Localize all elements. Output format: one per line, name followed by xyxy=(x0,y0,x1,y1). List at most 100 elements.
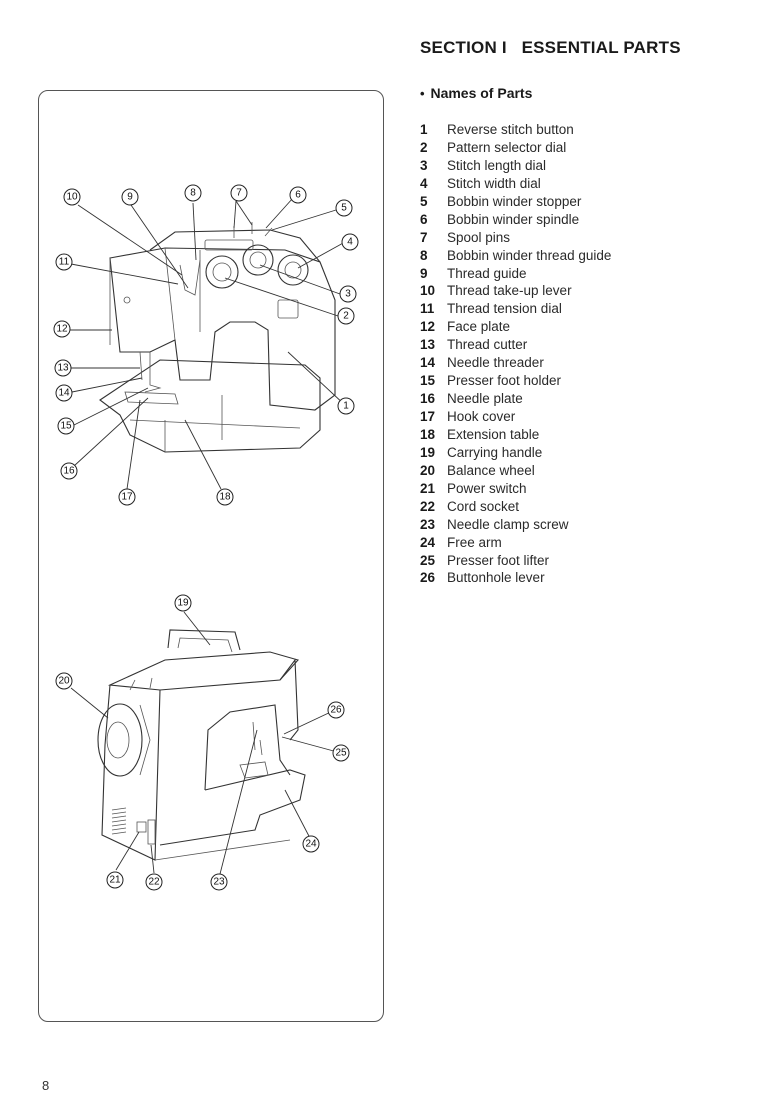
part-number: 16 xyxy=(420,391,436,407)
callout-23: 23 xyxy=(210,873,228,891)
svg-text:24: 24 xyxy=(305,839,317,850)
callout-17: 17 xyxy=(118,488,136,506)
callout-5: 5 xyxy=(335,199,353,217)
leader-lines-front xyxy=(70,197,347,490)
svg-text:13: 13 xyxy=(57,363,69,374)
part-label: Bobbin winder spindle xyxy=(447,211,580,227)
part-number: 19 xyxy=(420,444,436,460)
svg-text:22: 22 xyxy=(148,877,160,888)
part-label: Reverse stitch button xyxy=(447,122,574,137)
callout-4: 4 xyxy=(341,233,359,251)
svg-text:17: 17 xyxy=(121,492,133,503)
part-label: Balance wheel xyxy=(447,462,535,478)
svg-text:7: 7 xyxy=(236,188,242,199)
part-label: Presser foot lifter xyxy=(447,552,550,568)
part-label: Thread guide xyxy=(447,265,527,281)
illustration-frame xyxy=(38,90,384,1022)
part-number: 26 xyxy=(420,570,436,586)
svg-text:14: 14 xyxy=(58,388,70,399)
callout-22: 22 xyxy=(145,873,163,891)
list-item: 4 Stitch width dial xyxy=(420,175,611,193)
part-label: Needle threader xyxy=(447,355,544,371)
callout-10: 10 xyxy=(63,188,81,206)
part-label: Spool pins xyxy=(447,229,511,245)
part-label: Thread tension dial xyxy=(447,301,562,317)
svg-text:23: 23 xyxy=(213,877,225,888)
part-number: 11 xyxy=(420,301,435,317)
svg-text:18: 18 xyxy=(219,492,231,503)
part-label: Stitch length dial xyxy=(447,157,547,173)
part-number: 24 xyxy=(420,534,436,550)
list-item: 19 Carrying handle xyxy=(420,444,611,462)
svg-text:15: 15 xyxy=(60,421,72,432)
bullet-icon: • xyxy=(420,86,425,101)
svg-text:6: 6 xyxy=(295,190,301,201)
part-label: Power switch xyxy=(447,480,527,496)
callout-19: 19 xyxy=(174,594,192,612)
part-number: 9 xyxy=(420,265,428,281)
part-number: 3 xyxy=(420,157,428,173)
callout-26: 26 xyxy=(327,701,345,719)
part-label: Hook cover xyxy=(447,409,516,424)
svg-text:4: 4 xyxy=(347,237,353,248)
part-label: Face plate xyxy=(447,319,511,335)
part-number: 23 xyxy=(420,516,436,532)
part-label: Free arm xyxy=(447,534,502,550)
subsection-title: Names of Parts xyxy=(430,85,533,101)
list-item: 3 Stitch length dial xyxy=(420,157,611,175)
list-item: 11 Thread tension dial xyxy=(420,300,611,318)
list-item: 2 Pattern selector dial xyxy=(420,139,611,157)
callout-24: 24 xyxy=(302,835,320,853)
svg-text:5: 5 xyxy=(341,203,347,214)
callout-20: 20 xyxy=(55,672,73,690)
list-item: 18 Extension table xyxy=(420,426,611,444)
part-label: Cord socket xyxy=(447,498,520,514)
callout-6: 6 xyxy=(289,186,307,204)
list-item: 26 Buttonhole lever xyxy=(420,569,611,587)
part-number: 25 xyxy=(420,552,436,568)
page-number: 8 xyxy=(42,1078,50,1093)
callout-25: 25 xyxy=(332,744,350,762)
callout-15: 15 xyxy=(57,417,75,435)
part-number: 18 xyxy=(420,426,436,442)
part-label: Pattern selector dial xyxy=(447,139,567,155)
part-number: 10 xyxy=(420,283,436,299)
svg-text:26: 26 xyxy=(330,705,342,716)
svg-text:21: 21 xyxy=(109,875,121,886)
part-number: 7 xyxy=(420,229,428,245)
part-label: Buttonhole lever xyxy=(447,570,545,586)
part-label: Presser foot holder xyxy=(447,373,562,389)
part-number: 17 xyxy=(420,409,436,424)
svg-text:3: 3 xyxy=(345,289,351,300)
svg-text:20: 20 xyxy=(58,676,70,687)
front-machine-drawing xyxy=(99,222,336,453)
list-item: 17 Hook cover xyxy=(420,408,611,426)
callout-14: 14 xyxy=(55,384,73,402)
callout-3: 3 xyxy=(339,285,357,303)
part-label: Extension table xyxy=(447,426,540,442)
svg-text:2: 2 xyxy=(343,311,349,322)
subsection-heading: • Names of Parts xyxy=(420,85,532,101)
callout-18: 18 xyxy=(216,488,234,506)
svg-text:11: 11 xyxy=(59,257,70,268)
part-label: Needle plate xyxy=(447,391,523,407)
part-number: 21 xyxy=(420,480,436,496)
part-label: Bobbin winder thread guide xyxy=(447,247,612,263)
list-item: 16 Needle plate xyxy=(420,390,611,408)
svg-text:19: 19 xyxy=(177,598,189,609)
svg-text:25: 25 xyxy=(335,748,347,759)
part-number: 12 xyxy=(420,319,436,335)
svg-text:16: 16 xyxy=(63,466,75,477)
part-number: 4 xyxy=(420,175,428,191)
svg-text:12: 12 xyxy=(56,324,68,335)
part-number: 5 xyxy=(420,193,428,209)
part-label: Stitch width dial xyxy=(447,175,541,191)
callout-7: 7 xyxy=(230,184,248,202)
part-number: 14 xyxy=(420,355,436,371)
callout-21: 21 xyxy=(106,871,124,889)
part-number: 2 xyxy=(420,139,428,155)
part-label: Carrying handle xyxy=(447,444,543,460)
